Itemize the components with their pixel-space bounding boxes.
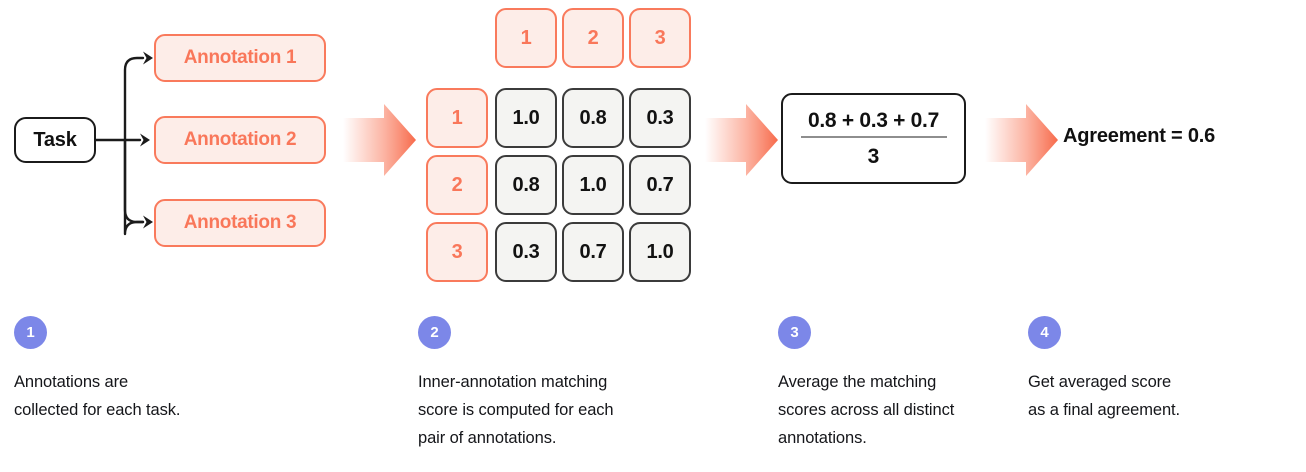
matrix-row-header-1: 1 [426, 88, 488, 148]
step-text-3: Average the matching scores across all d… [778, 373, 955, 447]
arrow-matrix-to-formula [705, 104, 778, 176]
matrix-col-header-2: 2 [562, 8, 624, 68]
task-label: Task [33, 128, 77, 151]
matrix-row-header-3: 3 [426, 222, 488, 282]
agreement-result: Agreement = 0.6 [1063, 125, 1216, 147]
matrix-row-header-2: 2 [426, 155, 488, 215]
step-3: 3 Average the matching scores across all… [778, 316, 1028, 452]
annotation-label-2: Annotation 2 [183, 129, 297, 150]
matrix-cell-3-3: 1.0 [629, 222, 691, 282]
annotation-node-2: Annotation 2 [154, 116, 326, 164]
matrix-cell-1-2: 0.8 [562, 88, 624, 148]
branch-arrowheads [140, 51, 153, 229]
step-1: 1 Annotations are collected for each tas… [14, 316, 244, 424]
step-2: 2 Inner-annotation matching score is com… [418, 316, 708, 452]
annotation-label-1: Annotation 1 [183, 47, 297, 68]
step-badge-1: 1 [14, 316, 47, 349]
annotation-node-1: Annotation 1 [154, 34, 326, 82]
annotation-node-3: Annotation 3 [154, 199, 326, 247]
agreement-matrix: 1 2 3 1 2 3 1.0 0.8 0.3 0.8 1.0 0.7 0.3 … [426, 8, 696, 282]
matrix-cell-2-3: 0.7 [629, 155, 691, 215]
matrix-cell-3-2: 0.7 [562, 222, 624, 282]
matrix-cell-1-3: 0.3 [629, 88, 691, 148]
matrix-cell-2-2: 1.0 [562, 155, 624, 215]
task-node: Task [14, 117, 96, 163]
matrix-col-header-3: 3 [629, 8, 691, 68]
matrix-col-header-1: 1 [495, 8, 557, 68]
matrix-cell-1-1: 1.0 [495, 88, 557, 148]
step-badge-4: 4 [1028, 316, 1061, 349]
annotation-label-3: Annotation 3 [183, 212, 297, 233]
arrow-formula-to-result [985, 104, 1058, 176]
formula-denominator: 3 [867, 145, 880, 168]
step-text-1: Annotations are collected for each task. [14, 373, 181, 419]
average-formula-box: 0.8 + 0.3 + 0.7 3 [781, 93, 966, 184]
matrix-cell-3-1: 0.3 [495, 222, 557, 282]
step-badge-3: 3 [778, 316, 811, 349]
formula-fraction-bar [800, 136, 947, 138]
step-text-2: Inner-annotation matching score is compu… [418, 373, 614, 447]
step-4: 4 Get averaged score as a final agreemen… [1028, 316, 1278, 424]
arrow-task-to-matrix [343, 104, 416, 176]
step-badge-2: 2 [418, 316, 451, 349]
formula-numerator: 0.8 + 0.3 + 0.7 [808, 109, 939, 132]
matrix-cell-2-1: 0.8 [495, 155, 557, 215]
step-text-4: Get averaged score as a final agreement. [1028, 373, 1180, 419]
